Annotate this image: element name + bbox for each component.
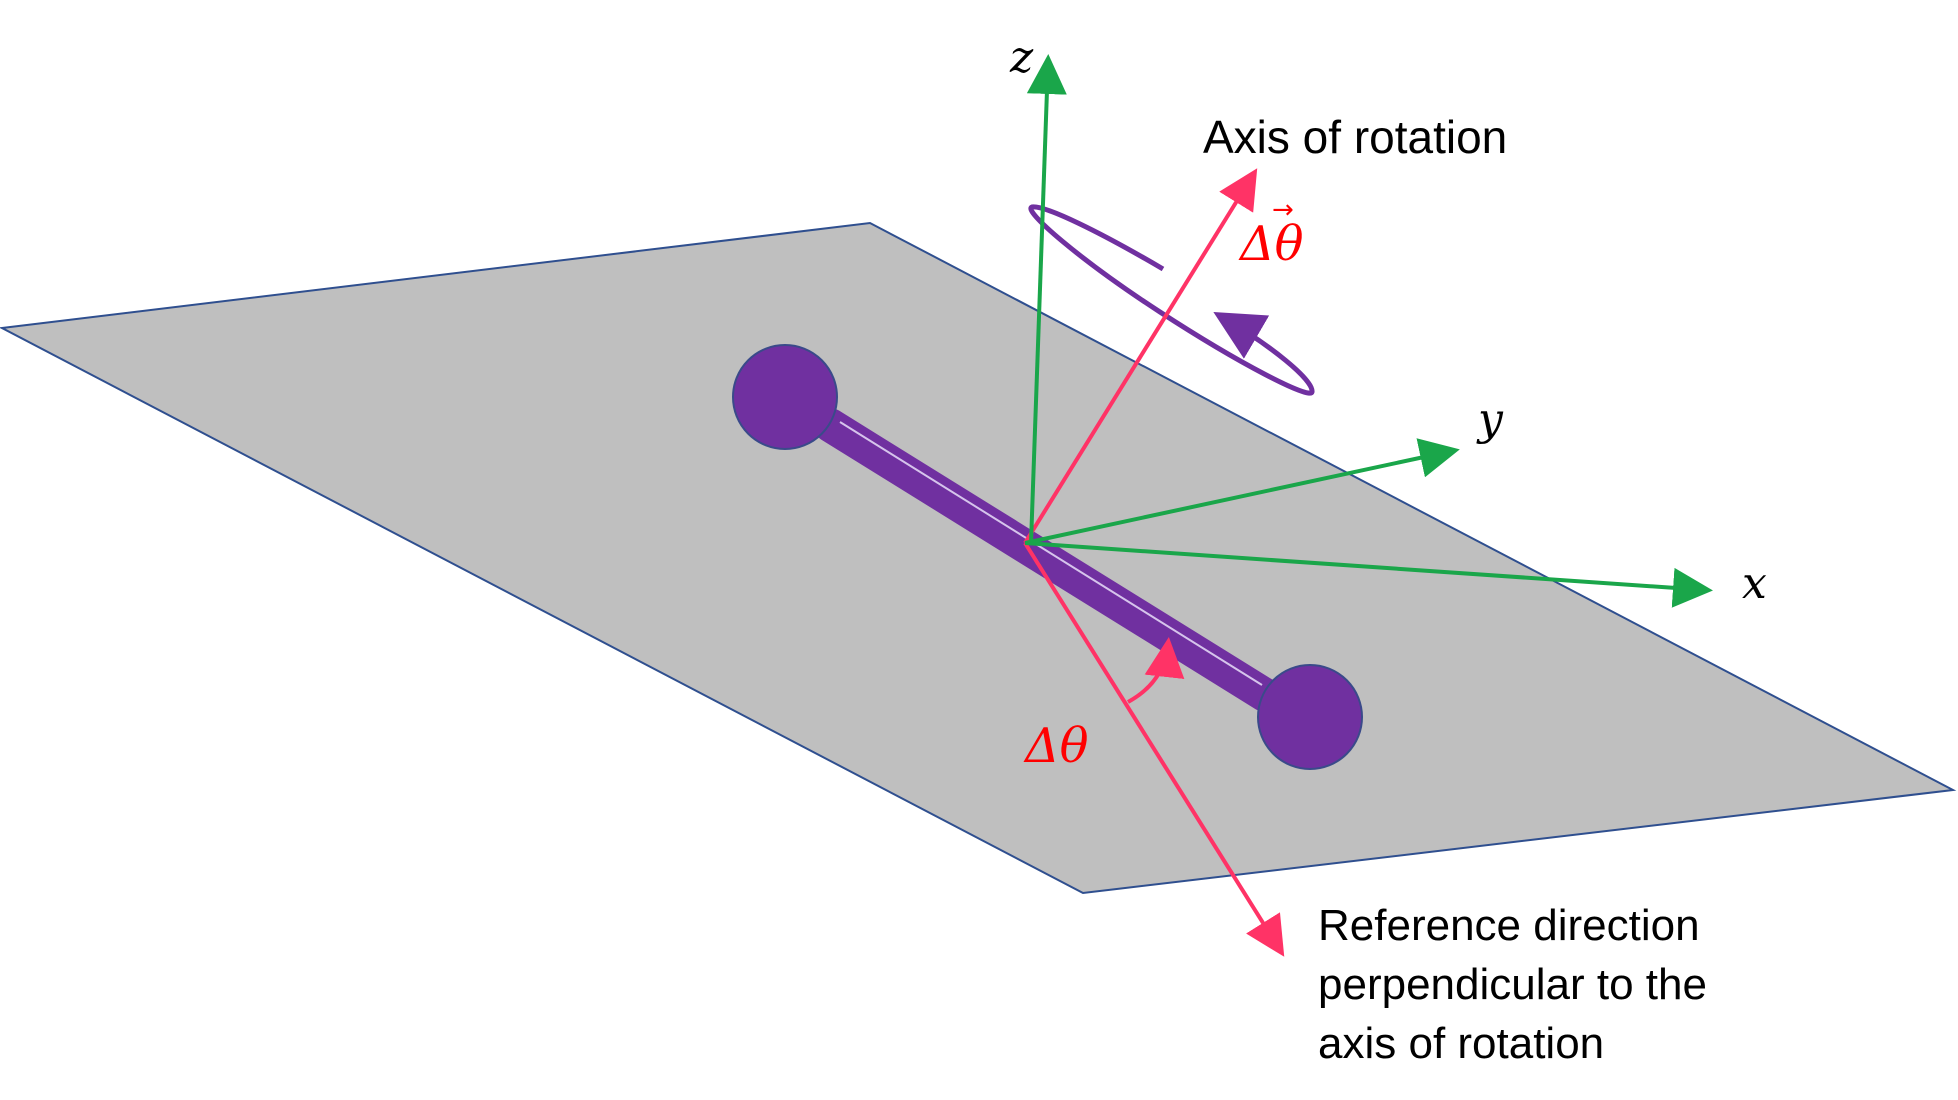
reference-label-line-2: perpendicular to the — [1318, 960, 1707, 1009]
rotation-vector-arrow — [1023, 168, 1258, 545]
angle-arc-arrow-icon — [1127, 637, 1185, 704]
rotation-vector-label: Δθ — [1238, 216, 1304, 272]
axis-of-rotation-label: Axis of rotation — [1203, 111, 1507, 163]
vector-arrow-mark: → — [1272, 195, 1294, 225]
coordinate-axes — [1024, 54, 1713, 608]
rotation-ellipse-back — [1027, 204, 1160, 272]
atom-left — [732, 344, 838, 450]
xy-plane — [0, 221, 1957, 895]
z-axis-arrow — [1026, 54, 1067, 544]
x-axis-arrow — [1024, 541, 1713, 608]
rotation-ellipse-arc — [1028, 204, 1315, 396]
z-axis-label: z — [1009, 32, 1034, 83]
y-axis-arrow — [1024, 438, 1460, 545]
reference-label-line-1: Reference direction — [1318, 901, 1700, 950]
molecule-bond-highlight — [839, 421, 1263, 686]
circular-rotation-arrow-icon — [1027, 204, 1315, 396]
rotation-angle-label: Δθ — [1023, 718, 1089, 774]
atom-right — [1257, 664, 1363, 770]
reference-label-line-3: axis of rotation — [1318, 1019, 1604, 1068]
diatomic-molecule — [732, 344, 1363, 770]
y-axis-label: y — [1476, 394, 1504, 445]
reference-direction-label: Reference direction perpendicular to the… — [1318, 901, 1707, 1068]
reference-direction-arrow — [1023, 541, 1285, 957]
molecule-bond — [813, 408, 1282, 712]
x-axis-label: x — [1742, 558, 1767, 609]
